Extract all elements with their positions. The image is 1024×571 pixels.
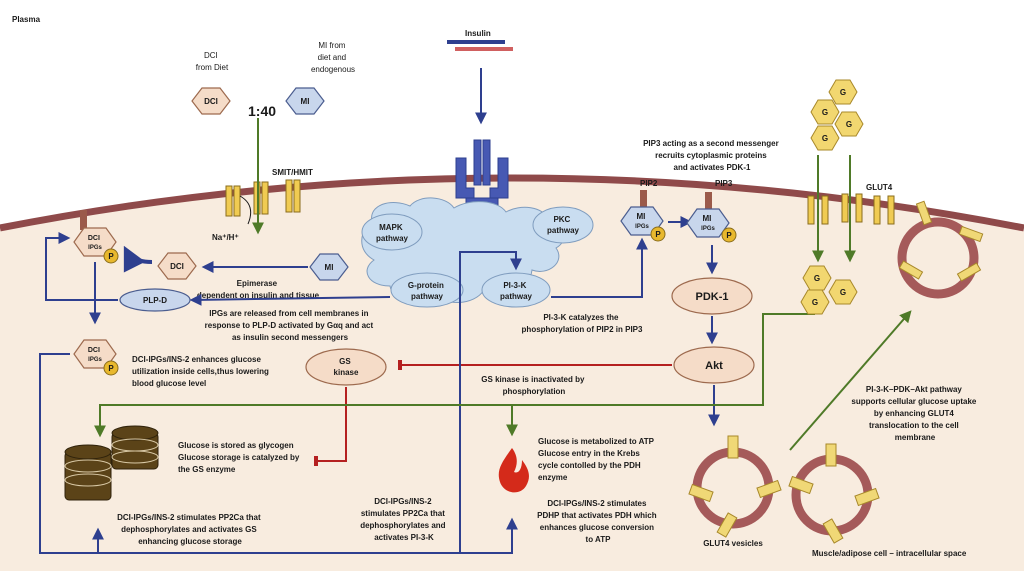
gs-kinase-inactivated-annotation: GS kinase is inactivated by phosphorylat… (481, 375, 586, 396)
mapk-pathway-label: MAPK pathway (376, 223, 409, 243)
glucose-cluster (810, 79, 864, 151)
pp2ca-gs-annotation: DCI-IPGs/INS-2 stimulates PP2Ca that dep… (117, 513, 263, 546)
mi-label: MI (301, 97, 310, 106)
glucose-label-3: G (846, 120, 852, 129)
smit-hmit-label: SMIT/HMIT (272, 168, 313, 177)
dci-ipgs-membrane-phosphate (103, 248, 119, 264)
glut4-membrane-transporter (807, 193, 895, 225)
to-atp-branch (460, 517, 518, 554)
pip2-label: PIP2 (640, 179, 658, 188)
glycogen-annotation: Glucose is stored as glycogen Glucose st… (178, 441, 302, 474)
glucose-label-4: G (822, 134, 828, 143)
atp-annotation: Glucose is metabolized to ATP Glucose en… (538, 437, 656, 482)
glut4-vesicles-label: GLUT4 vesicles (703, 539, 763, 548)
epimerase-dci-label: DCI (170, 262, 184, 271)
dci-ipgs-membrane-label: DCI IPGs (88, 233, 103, 251)
dci-incorporation-arrow (123, 245, 153, 273)
mi-source-label: MI from diet and endogenous (311, 41, 355, 74)
pip2-anchor (640, 190, 647, 208)
g-protein-pathway-label: G-protein pathway (408, 281, 446, 301)
glucose-intracellular-path (94, 313, 815, 438)
pip2-phosphate-label: P (655, 230, 661, 239)
pip3-anchor (705, 192, 712, 210)
epimerase-mi (309, 253, 349, 281)
pkc-pathway-label: PKC pathway (547, 215, 580, 235)
epimerase-mi-label: MI (325, 263, 334, 272)
dci-ipgs-membrane-phosphate-label: P (108, 252, 114, 261)
ratio-label: 1:40 (248, 103, 276, 119)
pip3-mi-ipgs (686, 208, 730, 238)
pip3-label: PIP3 (715, 179, 733, 188)
pi3k-pathway-label: PI-3-K pathway (500, 281, 533, 301)
insulin-label: Insulin (465, 29, 491, 38)
glut4-translocation-arrow (789, 310, 912, 451)
insulin-chain-b (455, 47, 513, 51)
pdhp-annotation: DCI-IPGs/INS-2 stimulates PDHP that acti… (537, 499, 659, 544)
pdk1-node (671, 277, 753, 315)
glucose-label-2: G (822, 108, 828, 117)
g-protein-pathway-node (390, 272, 464, 308)
glut4-vesicle-1 (688, 435, 782, 538)
plp-d-label: PLP-D (143, 296, 167, 305)
glut4-label: GLUT4 (866, 183, 893, 192)
dci-ipgs-cytosol-phosphate (103, 360, 119, 376)
pip3-mi-ipgs-label: MI IPGs (701, 214, 715, 232)
dci-utilization-annotation: DCI-IPGs/INS-2 enhances glucose utilizat… (132, 355, 271, 388)
akt-node (673, 346, 755, 384)
glucose-intracellular (800, 265, 858, 315)
gs-kinase-label: GS kinase (334, 357, 359, 377)
dci-ipgs-cytosol-phosphate-label: P (108, 364, 114, 373)
glucose-inside-label-2: G (840, 288, 846, 297)
pkc-pathway-node (532, 206, 594, 244)
plp-d-loop-arrow (45, 232, 118, 301)
smit-hmit-transporter (225, 179, 301, 217)
pip2-mi-ipgs-label: MI IPGs (635, 212, 649, 230)
na-h-label: Na⁺/H⁺ (212, 233, 239, 242)
pi3k-to-pip2-arrow (551, 237, 648, 298)
gs-kinase-inhibits-glycogen (314, 387, 347, 466)
dci-source-label: DCI from Diet (196, 51, 229, 72)
pip3-messenger-annotation: PIP3 acting as a second messenger recrui… (643, 139, 781, 172)
glucose-label-1: G (840, 88, 846, 97)
glut4-pathway-annotation: PI-3-K–PDK–Akt pathway supports cellular… (851, 385, 978, 442)
gs-kinase-node (305, 348, 387, 386)
dci-label: DCI (204, 97, 218, 106)
ipgs-released-annotation: IPGs are released from cell membranes in… (205, 309, 376, 342)
pip3-phosphate-label: P (726, 231, 732, 240)
glucose-inside-label-3: G (812, 298, 818, 307)
epimerase-annotation: Epimerase dependent on insulin and tissu… (197, 279, 320, 300)
dci-ipgs-cytosol-label: DCI IPGs (88, 345, 103, 363)
dci-ipgs-anchor (80, 210, 87, 230)
akt-label: Akt (705, 360, 723, 372)
glut4-vesicle-membrane (897, 200, 984, 299)
pip2-phosphate (650, 226, 666, 242)
na-h-curve (239, 195, 252, 225)
pi3k-pathway-node (481, 272, 551, 308)
pip3-phosphate (721, 227, 737, 243)
pp2ca-pi3k-annotation: DCI-IPGs/INS-2 stimulates PP2Ca that dep… (360, 497, 448, 542)
mi-molecule (285, 87, 325, 115)
glucose-inside-label-1: G (814, 274, 820, 283)
plasma-label: Plasma (12, 15, 41, 24)
pi3k-catalyzes-annotation: PI-3-K catalyzes the phosphorylation of … (522, 313, 643, 334)
flame-icon (498, 448, 529, 493)
insulin-chain-a (447, 40, 505, 44)
mapk-pathway-node (361, 213, 423, 251)
dci-molecule (191, 87, 231, 115)
glut4-vesicle-2 (788, 443, 880, 544)
glycogen-storage-icon (64, 425, 159, 501)
epimerase-dci (157, 252, 197, 280)
g-protein-to-plp-d (189, 293, 391, 306)
intracellular-space-label: Muscle/adipose cell – intracellular spac… (812, 549, 967, 558)
pdk1-label: PDK-1 (695, 291, 728, 303)
